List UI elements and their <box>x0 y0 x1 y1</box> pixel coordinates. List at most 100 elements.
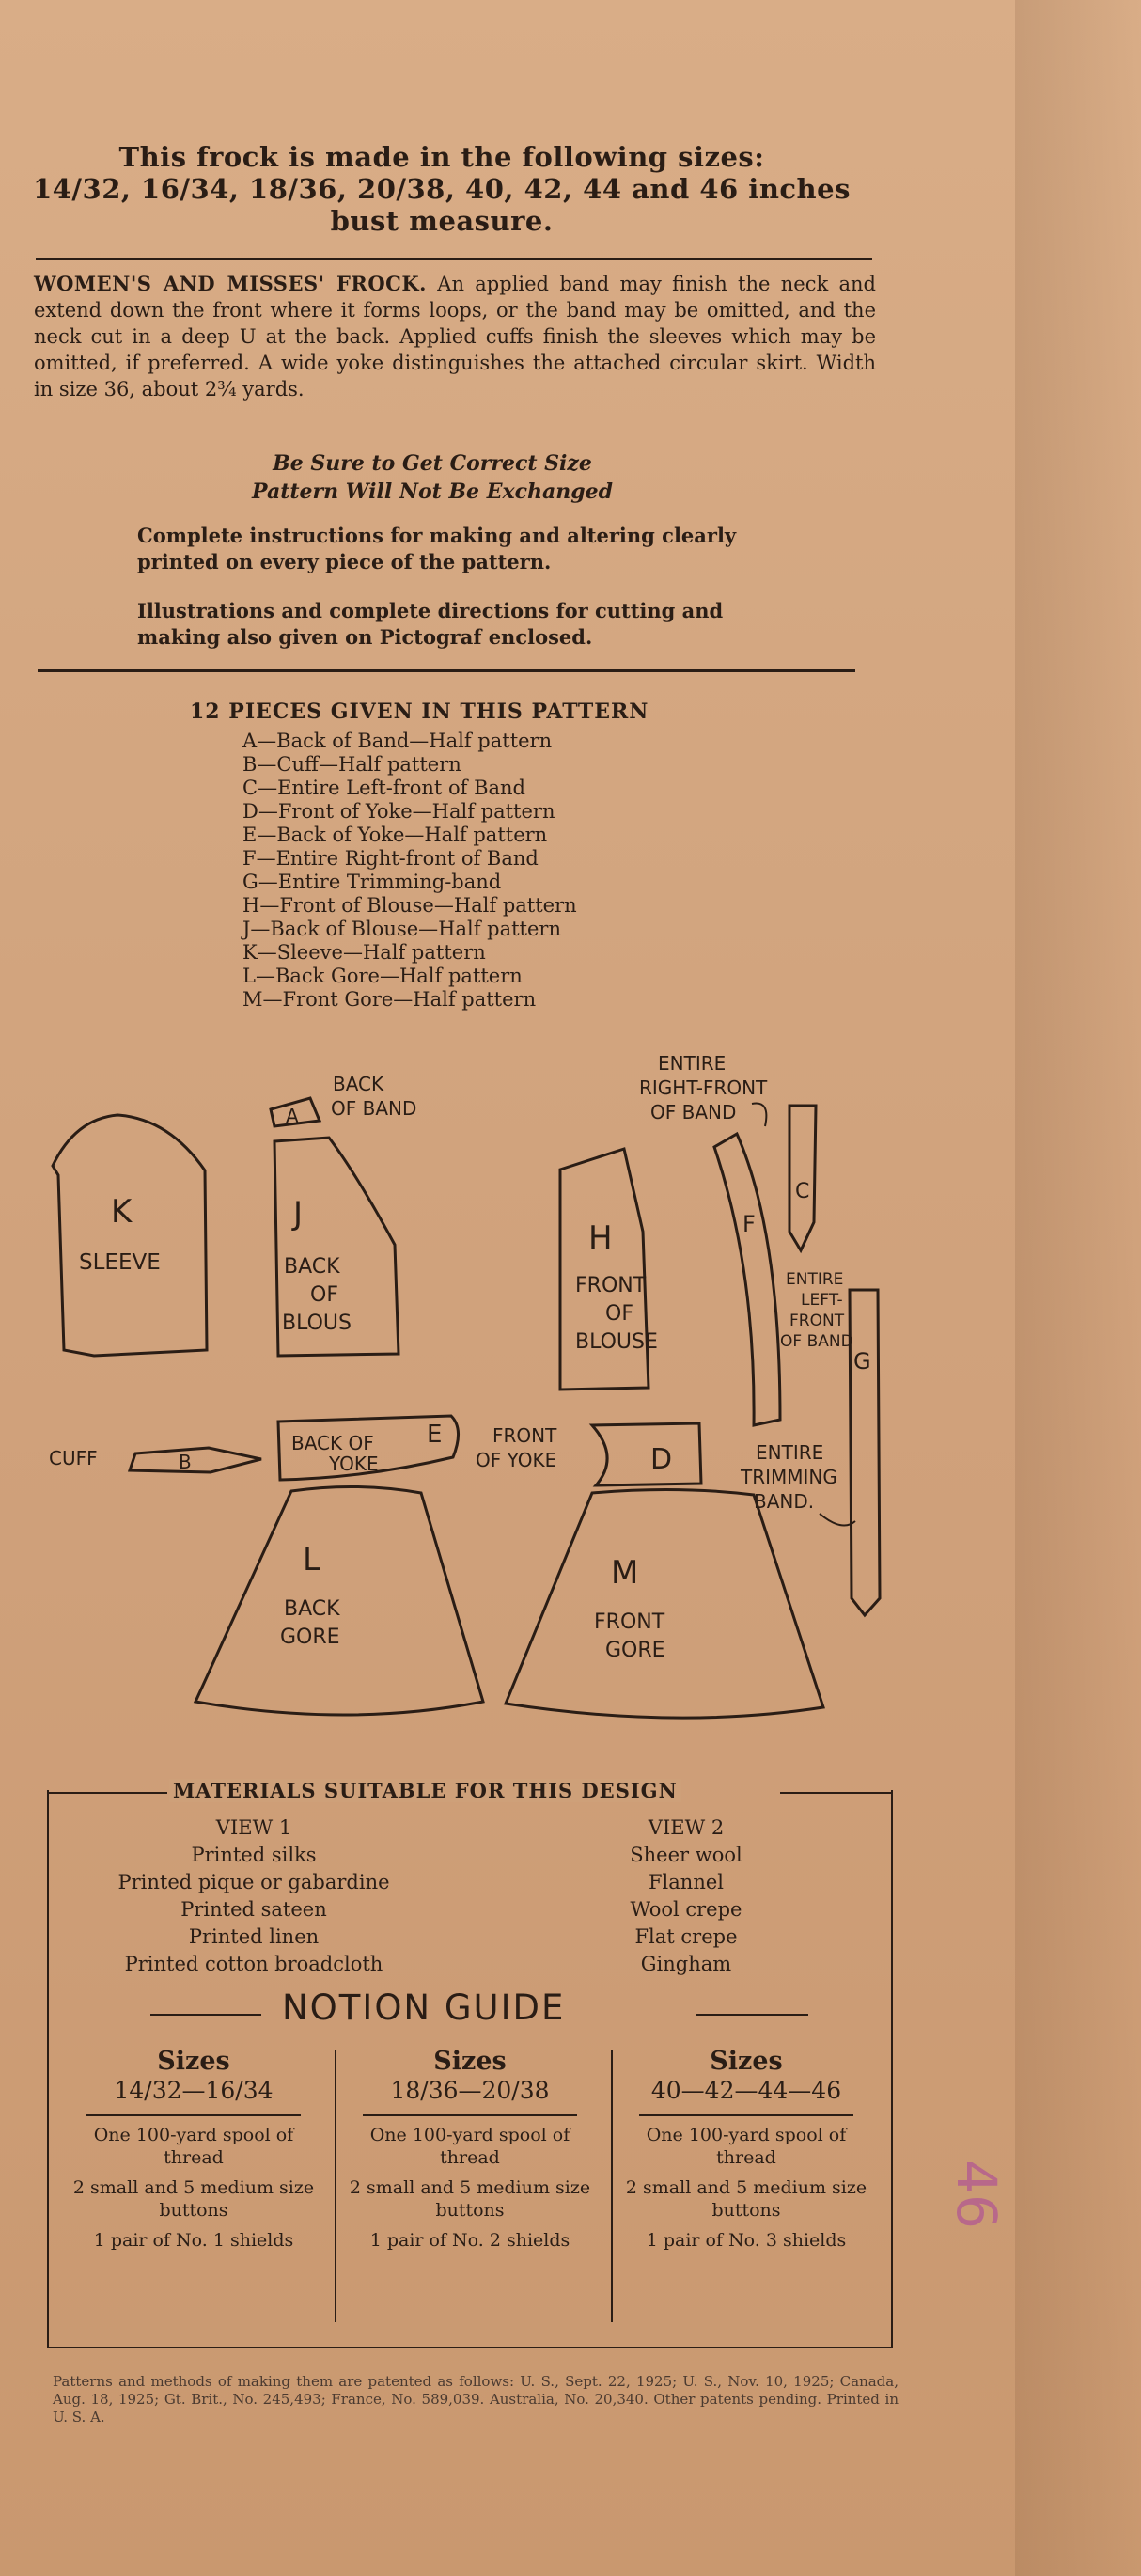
notion-separator-2 <box>611 2050 613 2322</box>
front-yoke-label-2: OF YOKE <box>476 1449 556 1471</box>
sizes-heading: Sizes <box>157 2047 230 2076</box>
material-item: Printed sateen <box>180 1898 327 1921</box>
view2-heading: VIEW 2 <box>648 1816 725 1839</box>
right-front-label-1: ENTIRE <box>658 1052 726 1075</box>
cuff-label: CUFF <box>49 1447 98 1469</box>
right-front-arrow <box>751 1102 768 1127</box>
letter-b: B <box>179 1451 192 1473</box>
back-yoke-label-1: BACK OF <box>291 1432 374 1454</box>
right-front-band-piece <box>712 1131 782 1427</box>
back-blouse-label-2: OF <box>310 1283 338 1307</box>
back-gore-letter: L <box>303 1541 320 1579</box>
notion-column-3: Sizes 40—42—44—46 One 100-yard spool of … <box>624 2046 868 2259</box>
letter-g: G <box>853 1348 871 1374</box>
trimming-label-3: BAND. <box>754 1490 814 1513</box>
piece-item: A—Back of Band—Half pattern <box>242 730 553 752</box>
piece-item: C—Entire Left-front of Band <box>242 777 526 799</box>
piece-item: F—Entire Right-front of Band <box>242 847 539 870</box>
trimming-label-1: ENTIRE <box>756 1441 823 1464</box>
piece-item: G—Entire Trimming-band <box>242 871 502 893</box>
piece-item: J—Back of Blouse—Half pattern <box>242 918 561 940</box>
back-of-band-label-2: OF BAND <box>331 1097 416 1120</box>
pieces-list: A—Back of Band—Half pattern B—Cuff—Half … <box>242 730 577 1012</box>
sizes-heading: Sizes <box>710 2047 783 2076</box>
column-divider <box>86 2114 301 2116</box>
shields-note: 1 pair of No. 2 shields <box>369 2230 570 2251</box>
piece-item: L—Back Gore—Half pattern <box>242 965 523 987</box>
buttons-note: 2 small and 5 medium size buttons <box>349 2177 591 2221</box>
notion-rule-left <box>150 2014 261 2016</box>
piece-item: E—Back of Yoke—Half pattern <box>242 824 548 846</box>
pattern-layout-diagram: K SLEEVE A BACK OF BAND J BACK OF BLOUS … <box>49 1052 882 1720</box>
piece-item: B—Cuff—Half pattern <box>242 753 461 776</box>
back-yoke-piece <box>276 1414 460 1482</box>
size-header-line3: bust measure. <box>330 205 554 237</box>
notion-column-1: Sizes 14/32—16/34 One 100-yard spool of … <box>71 2046 316 2259</box>
thread-note: One 100-yard spool of thread <box>93 2125 294 2168</box>
thread-note: One 100-yard spool of thread <box>369 2125 570 2168</box>
back-blouse-letter: J <box>291 1195 303 1233</box>
left-front-label-4: OF BAND <box>780 1332 853 1351</box>
back-blouse-label-1: BACK <box>284 1255 340 1279</box>
shields-note: 1 pair of No. 1 shields <box>93 2230 294 2251</box>
materials-box <box>47 1790 893 2348</box>
sizes-range: 14/32—16/34 <box>114 2077 274 2104</box>
notion-guide-title: NOTION GUIDE <box>282 1987 566 2028</box>
piece-item: H—Front of Blouse—Half pattern <box>242 894 577 917</box>
letter-a: A <box>286 1105 299 1127</box>
letter-c: C <box>795 1180 809 1203</box>
piece-item: M—Front Gore—Half pattern <box>242 988 537 1011</box>
front-gore-label-2: GORE <box>605 1639 665 1662</box>
sizes-range: 40—42—44—46 <box>650 2077 842 2104</box>
back-gore-label-2: GORE <box>280 1626 340 1649</box>
sleeve-piece <box>51 1113 209 1358</box>
right-front-label-2: RIGHT-FRONT <box>639 1076 768 1099</box>
front-gore-piece <box>503 1487 825 1720</box>
material-item: Printed silks <box>191 1844 317 1866</box>
left-front-label-1: ENTIRE <box>786 1270 843 1289</box>
material-item: Sheer wool <box>630 1844 742 1866</box>
instructions-paragraph-2: Illustrations and complete directions fo… <box>137 599 724 649</box>
size-header: This frock is made in the following size… <box>28 141 855 237</box>
thread-note: One 100-yard spool of thread <box>646 2125 847 2168</box>
front-blouse-label-1: FRONT <box>575 1274 647 1297</box>
piece-item: K—Sleeve—Half pattern <box>242 941 486 964</box>
buttons-note: 2 small and 5 medium size buttons <box>72 2177 315 2221</box>
column-divider <box>639 2114 853 2116</box>
warning-line1: Be Sure to Get Correct Size <box>273 451 592 476</box>
sizes-range: 18/36—20/38 <box>390 2077 550 2104</box>
left-front-band-piece <box>788 1104 818 1254</box>
description-lead: WOMEN'S AND MISSES' FROCK. <box>34 272 427 295</box>
front-blouse-label-3: BLOUSE <box>575 1330 658 1354</box>
trimming-label-2: TRIMMING <box>740 1466 837 1488</box>
letter-d: D <box>650 1443 672 1476</box>
material-item: Printed cotton broadcloth <box>124 1953 383 1975</box>
instructions-paragraph-1: Complete instructions for making and alt… <box>137 524 737 573</box>
cuff-piece <box>127 1446 262 1474</box>
material-item: Printed linen <box>188 1925 320 1948</box>
column-divider <box>363 2114 577 2116</box>
front-blouse-label-2: OF <box>605 1302 633 1326</box>
back-blouse-piece <box>273 1136 400 1358</box>
size-header-line1: This frock is made in the following size… <box>118 141 765 173</box>
piece-item: D—Front of Yoke—Half pattern <box>242 800 555 823</box>
notion-column-2: Sizes 18/36—20/38 One 100-yard spool of … <box>348 2046 592 2259</box>
left-front-label-2: LEFT- <box>801 1291 843 1310</box>
warning-line2: Pattern Will Not Be Exchanged <box>252 479 613 504</box>
material-item: Printed pique or gabardine <box>117 1871 390 1893</box>
description-body: An applied band may finish the neck and … <box>34 273 876 401</box>
material-item: Gingham <box>640 1953 732 1975</box>
back-gore-piece <box>193 1484 485 1717</box>
material-item: Flannel <box>648 1871 724 1893</box>
front-blouse-piece <box>558 1147 650 1391</box>
front-yoke-piece <box>588 1422 703 1487</box>
material-item: Flat crepe <box>634 1925 738 1948</box>
view2-materials: VIEW 2 Sheer wool Flannel Wool crepe Fla… <box>564 1814 808 1978</box>
sizes-heading: Sizes <box>433 2047 507 2076</box>
back-gore-label-1: BACK <box>284 1597 340 1621</box>
back-blouse-label-3: BLOUS <box>282 1312 352 1335</box>
sleeve-letter: K <box>111 1193 133 1231</box>
patent-footer: Patterns and methods of making them are … <box>53 2373 899 2426</box>
materials-top-rule-left <box>47 1792 167 1794</box>
